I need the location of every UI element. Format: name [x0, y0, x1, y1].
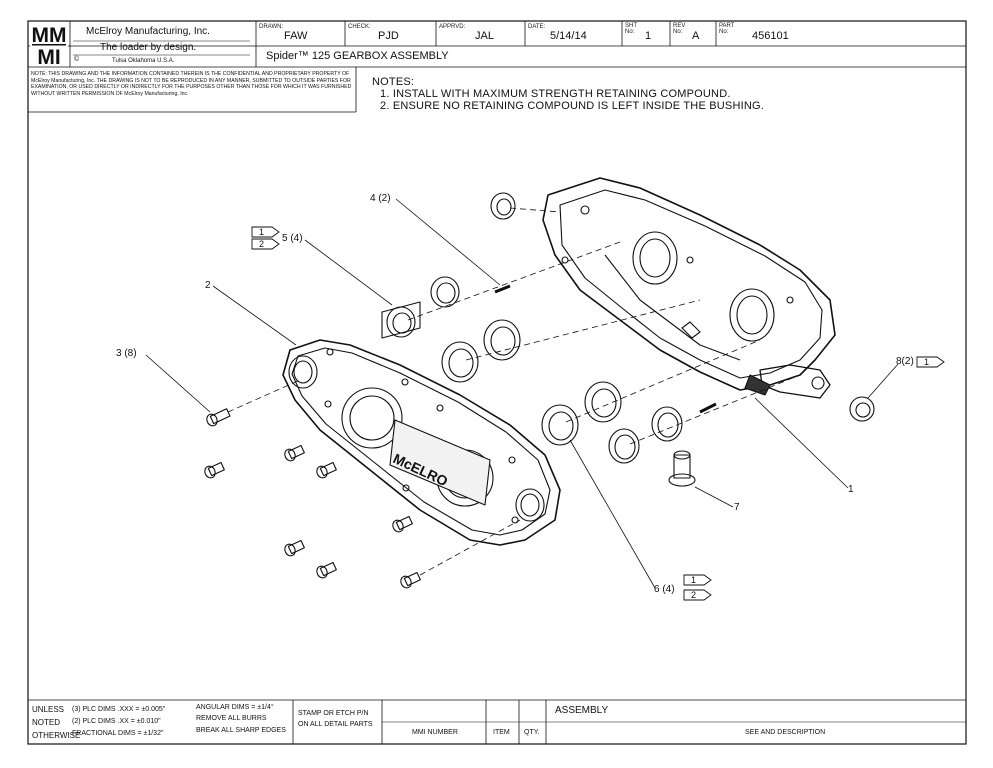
- flag-8-note-1: 1: [924, 357, 930, 367]
- tolerance-2plc: (2) PLC DIMS .XX = ±0.010": [72, 718, 161, 725]
- tolerance-angular: ANGULAR DIMS = ±1/4°: [196, 704, 274, 711]
- sht-label: SHT No:: [625, 23, 637, 35]
- footer-unless: UNLESS: [32, 705, 65, 714]
- logo-bottom: MI: [37, 46, 60, 66]
- breather-fitting: [668, 450, 696, 487]
- part-label: PART No:: [719, 23, 735, 35]
- note-flags: [251, 226, 945, 601]
- break-edges: BREAK ALL SHARP EDGES: [196, 727, 286, 734]
- qty-header: QTY.: [524, 729, 540, 736]
- drawn-label: DRAWN:: [259, 24, 284, 30]
- footer-otherwise: OTHERWISE: [32, 731, 81, 740]
- bushings: [381, 192, 875, 464]
- date-value: 5/14/14: [550, 30, 587, 42]
- confidential-notice: NOTE: THIS DRAWING AND THE INFORMATION C…: [31, 71, 352, 97]
- dowel-pin-bottom: [699, 402, 717, 414]
- sht-value: 1: [645, 30, 652, 42]
- date-label: DATE:: [528, 24, 546, 30]
- gearbox-housing: [542, 177, 836, 399]
- assembly-centerlines: [227, 207, 801, 576]
- callout-item-1: 1: [848, 484, 854, 495]
- company-location: Tulsa Oklahoma U.S.A.: [112, 58, 175, 64]
- check-value: PJD: [378, 30, 399, 42]
- callout-item-8: 8(2): [896, 356, 914, 367]
- note-1: 1. INSTALL WITH MAXIMUM STRENGTH RETAINI…: [380, 88, 731, 100]
- cap-screws: [204, 408, 421, 589]
- callout-item-3: 3 (8): [116, 348, 137, 359]
- drawn-value: FAW: [284, 30, 308, 42]
- leader-lines: [145, 198, 899, 589]
- apprvd-label: APPRVD:: [439, 24, 466, 30]
- flag-6-note-1: 1: [691, 575, 697, 585]
- apprvd-value: JAL: [475, 30, 494, 42]
- rev-label: REV No:: [673, 23, 686, 35]
- company-tagline: The loader by design.: [100, 42, 197, 53]
- notes-heading: NOTES:: [372, 76, 415, 88]
- mmi-number-header: MMI NUMBER: [412, 729, 458, 736]
- flag-6-note-2: 2: [691, 590, 697, 600]
- check-label: CHECK:: [348, 24, 371, 30]
- callout-item-7: 7: [734, 502, 740, 513]
- bom-assembly-description: ASSEMBLY: [555, 705, 609, 716]
- callout-item-6: 6 (4): [654, 584, 675, 595]
- company-name: McElroy Manufacturing, Inc.: [86, 26, 210, 37]
- copyright-icon: ©: [74, 56, 80, 63]
- item-header: ITEM: [493, 729, 510, 736]
- callout-item-4: 4 (2): [370, 193, 391, 204]
- tolerance-fractional: FRACTIONAL DIMS = ±1/32": [72, 730, 164, 737]
- part-value: 456101: [752, 30, 789, 42]
- logo-top: MM: [32, 24, 67, 47]
- callout-item-2: 2: [205, 280, 211, 291]
- gearbox-cover-plate: McELRO: [282, 339, 561, 546]
- footer-noted: NOTED: [32, 718, 60, 727]
- description-header: SEE AND DESCRIPTION: [745, 729, 826, 736]
- dowel-pin-top: [494, 284, 511, 294]
- mmi-logo: MM MI: [30, 22, 68, 66]
- stamp-line-1: STAMP OR ETCH P/N: [298, 710, 369, 717]
- remove-burrs: REMOVE ALL BURRS: [196, 715, 267, 722]
- note-2: 2. ENSURE NO RETAINING COMPOUND IS LEFT …: [380, 100, 765, 112]
- callout-item-5: 5 (4): [282, 233, 303, 244]
- drawing-title: Spider™ 125 GEARBOX ASSEMBLY: [266, 50, 449, 62]
- flag-5-note-2: 2: [259, 239, 265, 249]
- stamp-line-2: ON ALL DETAIL PARTS: [298, 721, 373, 728]
- flag-5-note-1: 1: [259, 227, 265, 237]
- tolerance-3plc: (3) PLC DIMS .XXX = ±0.005": [72, 706, 166, 713]
- rev-value: A: [692, 30, 700, 42]
